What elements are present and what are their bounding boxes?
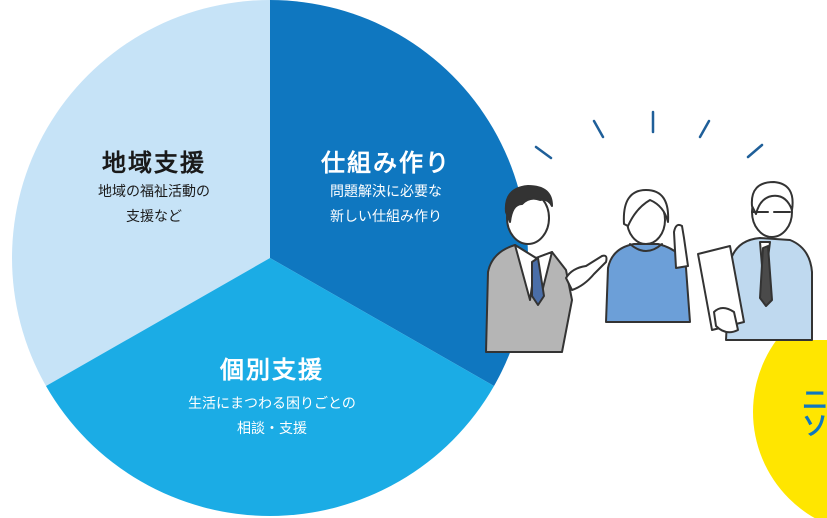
segment-chiiki-description: 地域の福祉活動の 支援など — [98, 184, 210, 225]
segment-kobetsu — [46, 258, 494, 516]
people-illustration — [485, 181, 813, 353]
segment-chiiki — [12, 0, 271, 386]
segment-kobetsu-description: 生活にまつわる困りごとの 相談・支援 — [188, 396, 356, 437]
yellow-badge — [753, 299, 827, 518]
spark-lines-icon — [534, 110, 764, 160]
badge-text: ニ ソ — [802, 386, 827, 442]
segment-shikumi-title: 仕組み作り — [321, 149, 451, 177]
man-left — [485, 185, 608, 353]
segment-kobetsu-title: 個別支援 — [220, 356, 324, 384]
man-right — [697, 181, 813, 341]
segment-shikumi — [270, 0, 528, 386]
segment-shikumi-description: 問題解決に必要な 新しい仕組み作り — [330, 184, 442, 225]
cycle-diagram — [12, 0, 528, 516]
woman-center — [605, 189, 691, 323]
segment-chiiki-title: 地域支援 — [102, 149, 206, 177]
